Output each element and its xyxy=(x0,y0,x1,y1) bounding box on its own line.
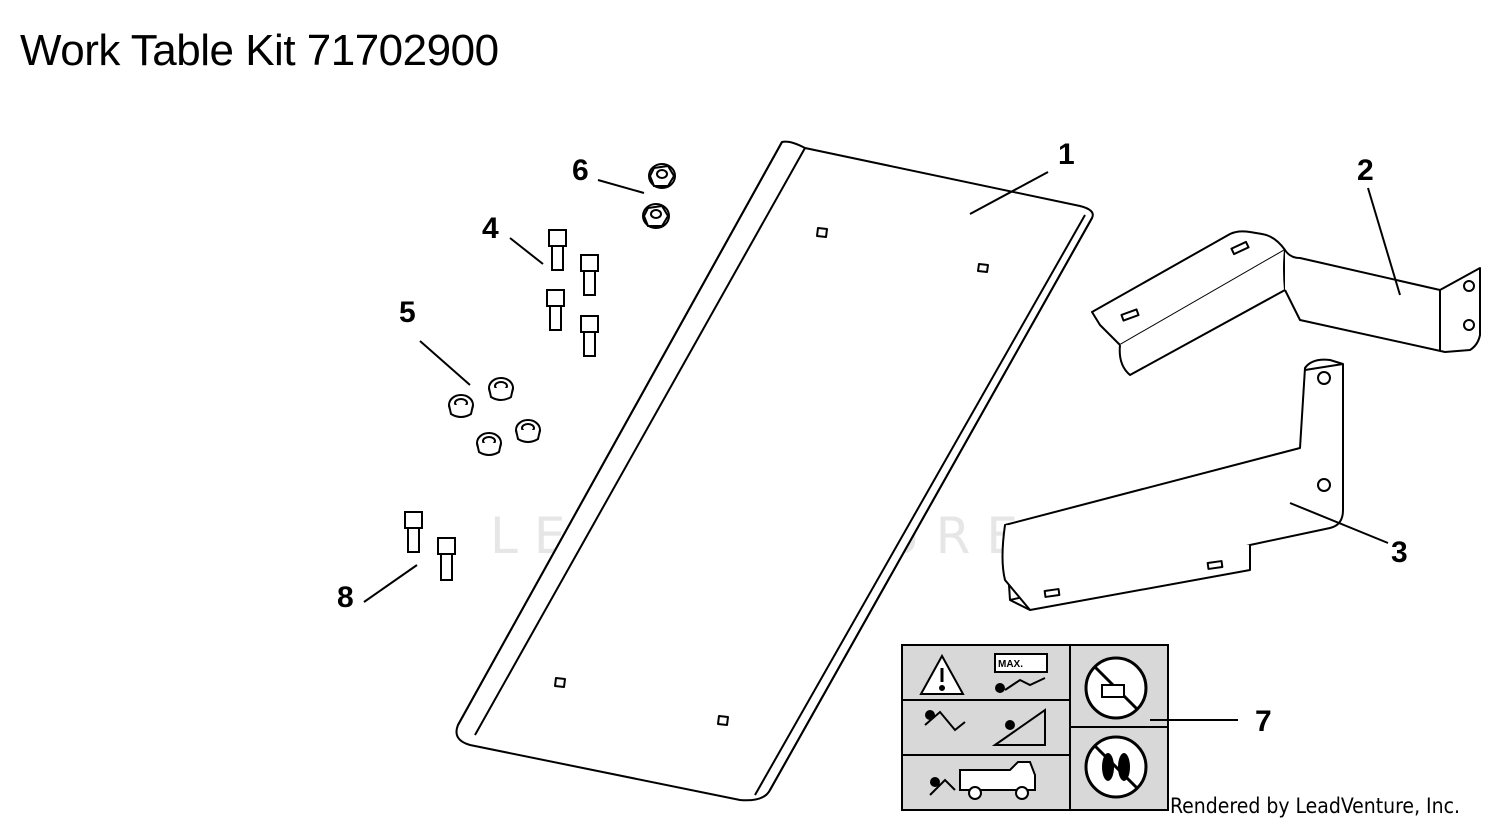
leader-lines xyxy=(363,171,1401,721)
upper-bracket xyxy=(1091,230,1481,376)
callout-4: 4 xyxy=(482,212,499,245)
callout-2: 2 xyxy=(1357,154,1374,187)
warning-triangle-icon xyxy=(919,653,965,695)
lower-bracket xyxy=(1001,358,1344,611)
bushing xyxy=(476,432,502,456)
bolt xyxy=(437,537,456,581)
bolt xyxy=(548,229,567,271)
bolts-set-4 xyxy=(546,229,599,357)
callout-6: 6 xyxy=(572,154,589,187)
bushing xyxy=(515,419,541,443)
callout-labels: 1 2 3 4 5 6 7 8 xyxy=(337,138,1408,738)
bolt xyxy=(546,289,565,331)
bushing xyxy=(448,394,474,418)
callout-3: 3 xyxy=(1391,536,1408,569)
decal-max-text: MAX. xyxy=(998,659,1023,670)
flange-nuts-set-6 xyxy=(642,163,676,229)
no-riding-icon xyxy=(1084,656,1148,720)
bushing xyxy=(488,377,514,401)
flange-nut xyxy=(642,203,670,229)
page-title: Work Table Kit 71702900 xyxy=(20,26,499,75)
bolt xyxy=(580,254,599,296)
operator-icon xyxy=(924,677,1046,746)
bolt xyxy=(404,511,423,553)
bolts-set-8 xyxy=(404,511,456,581)
callout-8: 8 xyxy=(337,581,354,614)
bolt xyxy=(580,315,599,357)
callout-5: 5 xyxy=(399,296,416,329)
no-standing-icon xyxy=(1084,735,1148,799)
flange-nut xyxy=(648,163,676,189)
work-table-tray xyxy=(455,140,1094,802)
truck-icon xyxy=(929,761,1036,800)
callout-1: 1 xyxy=(1058,138,1075,171)
bushings-set-5 xyxy=(448,377,541,456)
render-credit: Rendered by LeadVenture, Inc. xyxy=(1170,794,1460,818)
callout-7: 7 xyxy=(1255,705,1272,738)
safety-decal: MAX. xyxy=(901,644,1169,811)
